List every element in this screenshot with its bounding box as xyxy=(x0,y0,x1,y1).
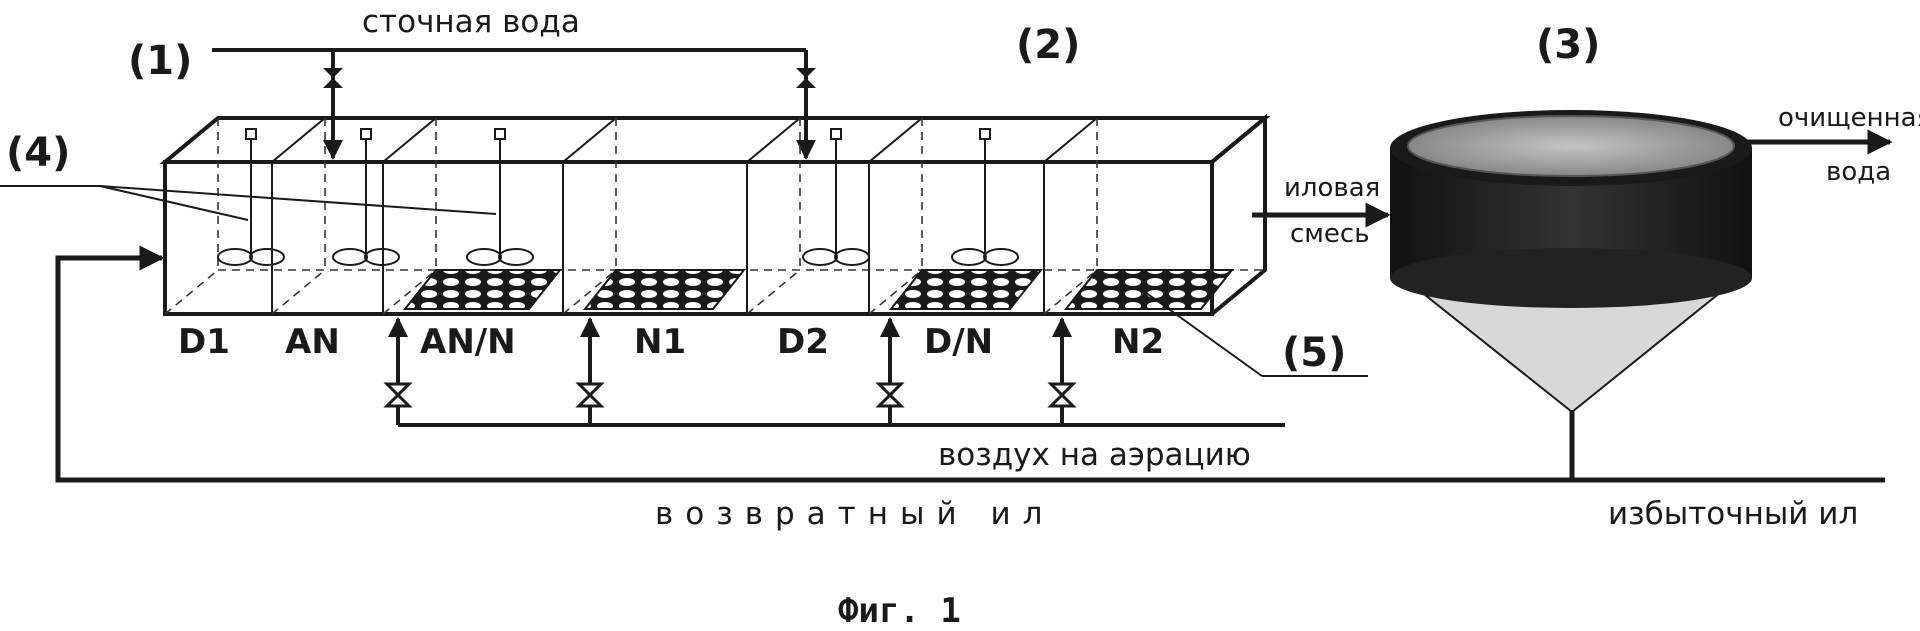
figure-caption: Фиг. 1 xyxy=(838,591,961,631)
partition xyxy=(868,117,923,315)
wastewater-pipe xyxy=(212,48,816,160)
ref-label-4: (4) xyxy=(6,130,70,176)
partition xyxy=(1043,117,1098,315)
mixer xyxy=(802,128,870,266)
aeration-diffusers xyxy=(402,269,1235,310)
feed-valve-2 xyxy=(796,68,816,88)
ref-label-2: (2) xyxy=(1016,22,1080,68)
secondary-clarifier xyxy=(1390,110,1752,480)
ref-label-1: (1) xyxy=(128,38,192,84)
partition xyxy=(746,117,801,315)
diffuser-grid xyxy=(402,269,563,310)
ref-4-leader xyxy=(0,185,497,221)
zone-labels: D1 AN AN/N N1 D2 D/N N2 xyxy=(178,322,1164,362)
ref-label-5: (5) xyxy=(1282,330,1346,376)
air-valve xyxy=(575,382,605,408)
mixture-label-line1: иловая xyxy=(1284,173,1380,203)
return-sludge-pipe xyxy=(55,245,1885,483)
partition xyxy=(382,117,437,315)
zone-label: N2 xyxy=(1112,322,1164,362)
aeration-tank xyxy=(159,113,1271,316)
zone-label: AN xyxy=(285,322,340,362)
zone-label: D/N xyxy=(924,322,993,362)
purified-label-line1: очищенная xyxy=(1778,103,1920,133)
aeration-air-label: воздух на аэрацию xyxy=(938,437,1251,473)
partition xyxy=(271,117,326,315)
air-valve xyxy=(875,382,905,408)
return-sludge-label: возвратный ил xyxy=(655,496,1054,532)
air-valve xyxy=(383,382,413,408)
purified-label-line2: вода xyxy=(1826,157,1891,187)
zone-label: N1 xyxy=(634,322,686,362)
mixers xyxy=(217,128,1019,266)
diffuser-grid xyxy=(888,269,1044,310)
ref-5-leader xyxy=(1144,291,1368,377)
zone-label: D1 xyxy=(178,322,230,362)
feed-valve-1 xyxy=(323,68,343,88)
excess-sludge-label: избыточный ил xyxy=(1608,496,1858,532)
wastewater-label: сточная вода xyxy=(362,4,580,40)
mixer xyxy=(332,128,400,266)
air-valve xyxy=(1047,382,1077,408)
zone-label: D2 xyxy=(777,322,829,362)
ref-label-3: (3) xyxy=(1536,22,1600,68)
mixer xyxy=(466,128,534,266)
diffuser-grid xyxy=(1063,269,1235,310)
mixer xyxy=(951,128,1019,266)
zone-label: AN/N xyxy=(420,322,516,362)
diffuser-grid xyxy=(582,269,747,310)
partition xyxy=(562,117,617,315)
tank-partitions xyxy=(271,117,1098,315)
mixture-label-line2: смесь xyxy=(1290,219,1370,249)
